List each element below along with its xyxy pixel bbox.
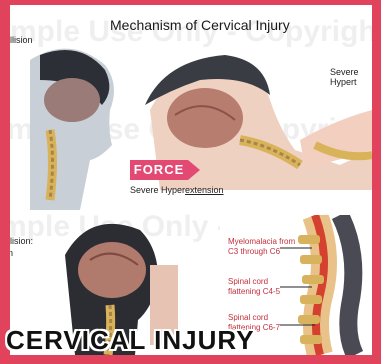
hyperextension-caption: Severe Hyperextension bbox=[130, 185, 224, 195]
force-arrow: FORCE bbox=[130, 160, 188, 180]
collision-label-bottom: llision:n bbox=[10, 235, 33, 259]
overlay-title: CERVICAL INJURY bbox=[6, 325, 255, 356]
page-title: Mechanism of Cervical Injury bbox=[110, 17, 290, 33]
head-profile-illustration bbox=[10, 40, 125, 210]
medical-illustration: mple Use Only - Copyrigh ample Use Only … bbox=[10, 5, 372, 355]
